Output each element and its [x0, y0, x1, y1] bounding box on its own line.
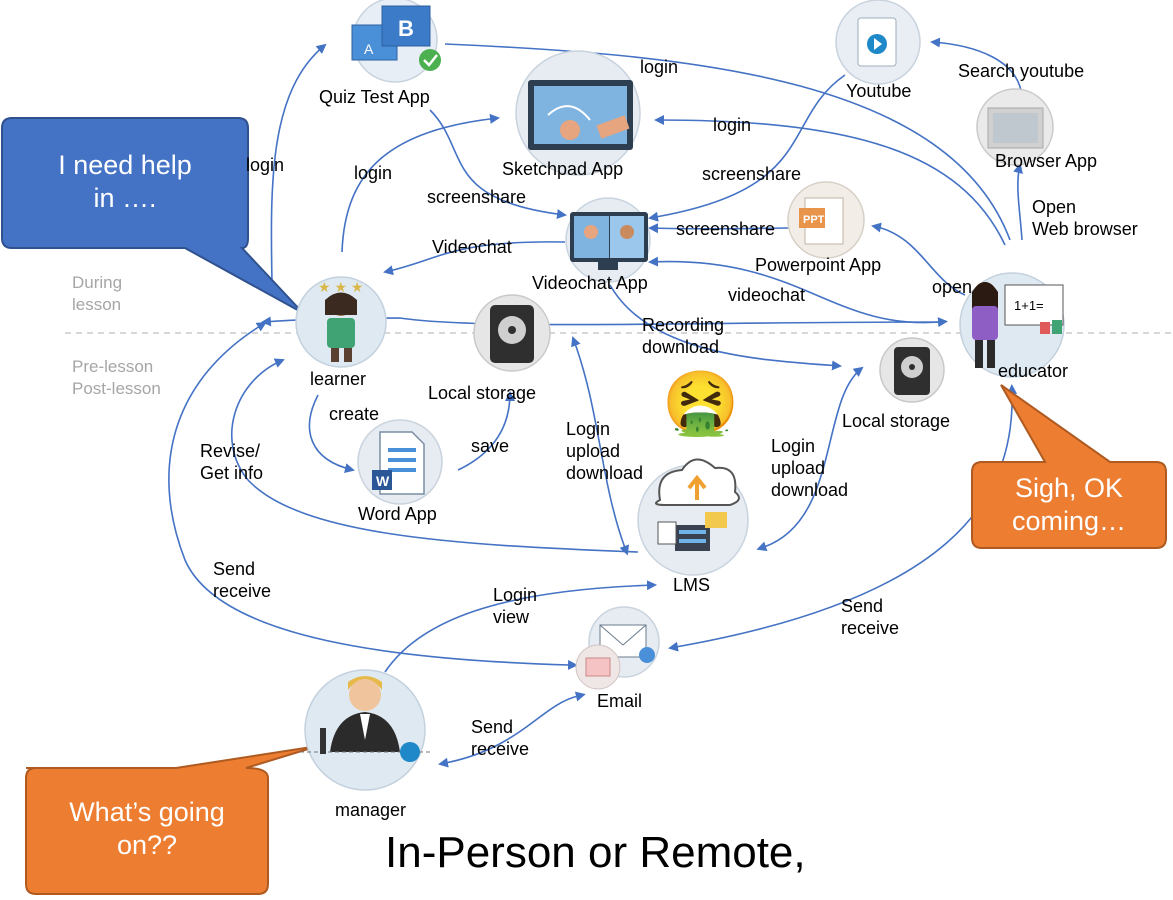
edge-educator-videochat — [648, 256, 948, 328]
edge-label-screenshare-sketch: screenshare — [427, 187, 527, 207]
edge-browser-youtube — [930, 37, 1023, 99]
edge-quiz-videochat — [429, 109, 567, 220]
edge-label-open-ppt: open — [932, 277, 973, 297]
edge-label-open-browser: Open Web browser — [1032, 197, 1138, 239]
vomiting-face-emoji: 🤮 — [662, 369, 740, 438]
edge-label-screenshare-youtube: screenshare — [702, 164, 802, 184]
edge-label-videochat-right: videochat — [728, 285, 806, 305]
sketchpad-app-icon — [515, 50, 641, 176]
edge-educator-browser — [1013, 163, 1023, 241]
manager-icon — [300, 669, 432, 791]
edge-label-search-youtube: Search youtube — [958, 61, 1085, 81]
edge-educator-sketchpad — [654, 115, 1006, 246]
word-app-label: Word App — [358, 504, 437, 524]
powerpoint-app-icon: PPT — [787, 181, 865, 259]
zone-label-pre-post: Pre-lesson Post-lesson — [72, 357, 161, 398]
lms-icon — [637, 458, 749, 576]
edge-label-videochat-left: Videochat — [432, 237, 512, 257]
email-icon — [575, 606, 660, 690]
svg-text:1+1=: 1+1= — [1014, 298, 1044, 313]
edge-label-send-receive-right: Send receive — [841, 596, 900, 638]
edge-email-learner — [168, 321, 578, 670]
learner-callout-text: I need help in …. — [58, 150, 192, 213]
zone-label-during: During lesson — [72, 273, 123, 314]
edge-ppt-videochat — [648, 223, 791, 234]
edge-email-manager — [438, 691, 586, 768]
browser-app-icon — [976, 88, 1054, 166]
quiz-app-label: Quiz Test App — [319, 87, 430, 107]
quiz-app-icon: B A — [351, 0, 441, 83]
educator-label: educator — [998, 361, 1069, 381]
word-app-icon: W — [357, 419, 443, 505]
svg-text:PPT: PPT — [803, 214, 825, 226]
edge-learner-quiz — [270, 43, 327, 283]
email-label: Email — [597, 691, 643, 711]
edge-manager-lms — [384, 580, 657, 673]
youtube-label: Youtube — [846, 81, 912, 101]
powerpoint-app-label: Powerpoint App — [755, 255, 882, 275]
educator-icon: 1+1= — [959, 272, 1065, 378]
youtube-icon — [835, 0, 921, 85]
edge-label-lms-right: Login upload download — [771, 436, 849, 500]
manager-callout-shape — [25, 745, 319, 895]
edge-lms-localstorage — [571, 336, 630, 556]
svg-text:A: A — [364, 41, 374, 57]
learner-icon: ★ ★ ★ — [295, 276, 387, 368]
local-storage-left-label: Local storage — [428, 383, 537, 403]
sketchpad-app-label: Sketchpad App — [502, 159, 624, 179]
edge-word-localstorage — [457, 391, 515, 471]
svg-text:B: B — [398, 16, 414, 41]
videochat-app-label: Videochat App — [532, 273, 648, 293]
manager-callout-text: What’s going on?? — [69, 797, 225, 860]
edge-videochat-localstorage — [609, 284, 842, 371]
edge-youtube-videochat — [648, 74, 846, 222]
edge-label-recording: Recording download — [642, 315, 725, 357]
edge-label-send-receive-manager: Send receive — [471, 717, 530, 759]
lms-label: LMS — [673, 575, 711, 595]
manager-label: manager — [335, 800, 407, 820]
local-storage-left-icon — [473, 294, 551, 372]
local-storage-right-icon — [879, 337, 945, 403]
edge-learner-sketchpad — [341, 113, 500, 253]
edge-label-login-sketch-right: login — [713, 115, 752, 135]
svg-text:W: W — [376, 473, 390, 489]
edge-label-send-receive-left: Send receive — [213, 559, 272, 601]
local-storage-right-label: Local storage — [842, 411, 951, 431]
edge-label-screenshare-ppt: screenshare — [676, 219, 776, 239]
diagram-title: In-Person or Remote, — [385, 828, 806, 877]
videochat-app-icon — [565, 197, 651, 283]
learner-callout-shape — [1, 117, 304, 314]
edge-videochat-learner — [383, 241, 566, 276]
edge-label-lms-left: Login upload download — [566, 419, 644, 483]
edge-label-login-view: Login view — [493, 585, 538, 627]
edge-label-login-quiz-left: login — [246, 155, 285, 175]
edge-label-save: save — [471, 436, 510, 456]
learner-label: learner — [310, 369, 367, 389]
edge-educator-ppt — [871, 222, 966, 296]
browser-app-label: Browser App — [995, 151, 1098, 171]
edge-quiz-educator — [444, 43, 1011, 241]
svg-text:★ ★ ★: ★ ★ ★ — [318, 279, 363, 295]
educator-callout-shape — [971, 384, 1167, 549]
edge-educator-email — [668, 384, 1018, 652]
edge-label-revise: Revise/ Get info — [200, 441, 264, 483]
educator-callout-text: Sigh, OK coming… — [1011, 473, 1127, 536]
edge-label-login-quiz-right: login — [640, 57, 679, 77]
edge-label-login-sketch-left: login — [354, 163, 393, 183]
edge-label-create: create — [329, 404, 380, 424]
